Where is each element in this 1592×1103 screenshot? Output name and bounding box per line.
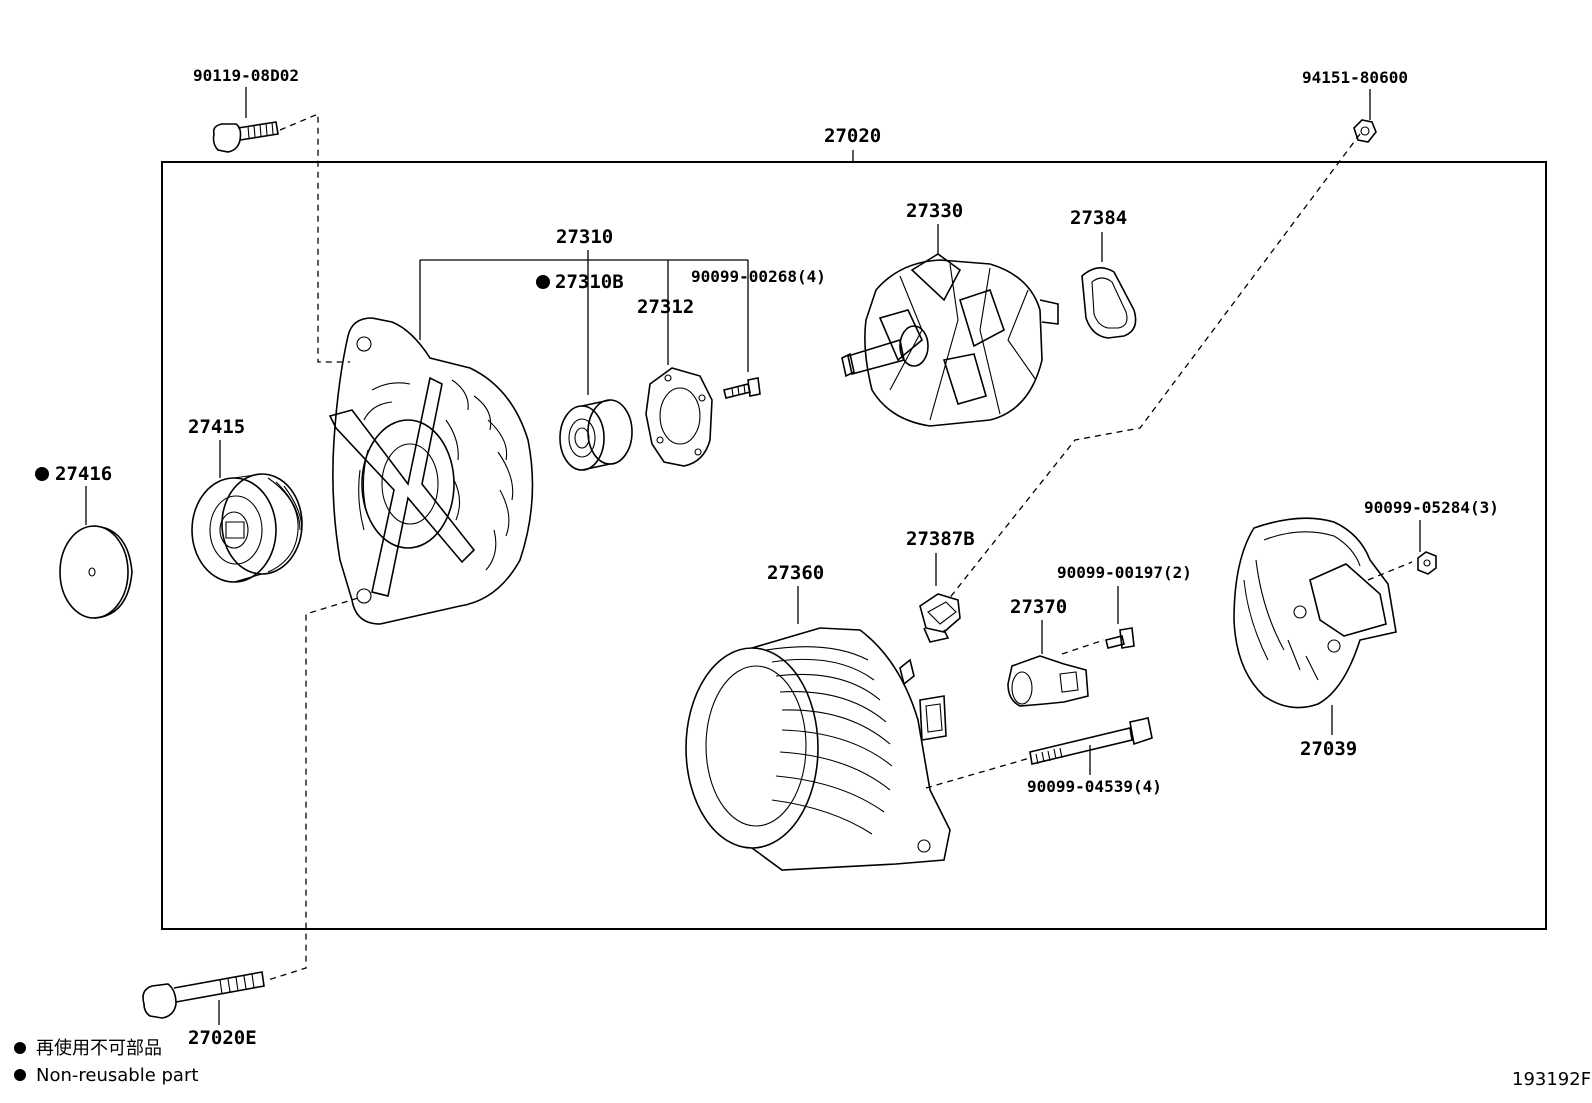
nut-94151-80600-icon <box>1353 119 1377 143</box>
legend-bullet-en <box>14 1069 26 1081</box>
bolt-27020e-icon <box>142 971 265 1019</box>
bolt-90119-08d02-icon <box>212 121 279 153</box>
label-90119-08D02: 90119-08D02 <box>193 66 299 85</box>
stator-27360-icon <box>685 627 951 871</box>
non-reusable-mark-27416 <box>35 467 49 481</box>
pulley-27415-icon <box>191 473 303 583</box>
legend-jp: 再使用不可部品 <box>36 1038 162 1059</box>
nut-90099-05284-icon <box>1417 551 1437 575</box>
label-27415: 27415 <box>188 416 245 438</box>
legend-bullet-jp <box>14 1042 26 1054</box>
brush-holder-27370-icon <box>1007 655 1089 707</box>
front-housing-27310-icon <box>328 317 534 625</box>
label-27039: 27039 <box>1300 738 1357 760</box>
bolt-90099-04539-icon <box>1029 717 1153 765</box>
label-27387B: 27387B <box>906 528 975 550</box>
assembly-frame <box>161 161 1547 930</box>
retainer-plate-27312-icon <box>645 367 713 467</box>
seal-ring-27384-icon <box>1081 267 1137 339</box>
rear-cover-27039-icon <box>1233 517 1397 709</box>
bearing-27310b-icon <box>559 399 633 471</box>
label-27416: 27416 <box>55 463 112 485</box>
label-90099-00268: 90099-00268(4) <box>691 267 826 286</box>
non-reusable-mark-27310B <box>536 275 550 289</box>
label-90099-04539: 90099-04539(4) <box>1027 777 1162 796</box>
label-27384: 27384 <box>1070 207 1127 229</box>
rotor-27330-icon <box>841 253 1059 427</box>
label-27310: 27310 <box>556 226 613 248</box>
label-27312: 27312 <box>637 296 694 318</box>
label-27360: 27360 <box>767 562 824 584</box>
legend-en: Non-reusable part <box>36 1065 198 1086</box>
label-94151-80600: 94151-80600 <box>1302 68 1408 87</box>
label-27020E: 27020E <box>188 1027 257 1049</box>
label-27310B: 27310B <box>555 271 624 293</box>
insulator-27387b-icon <box>919 593 961 643</box>
label-27370: 27370 <box>1010 596 1067 618</box>
label-27330: 27330 <box>906 200 963 222</box>
label-90099-05284: 90099-05284(3) <box>1364 498 1499 517</box>
screw-90099-00268-icon <box>723 377 761 399</box>
figure-id: 193192F <box>1512 1069 1591 1090</box>
cap-27416-icon <box>59 525 133 619</box>
label-90099-00197: 90099-00197(2) <box>1057 563 1192 582</box>
label-27020: 27020 <box>824 125 881 147</box>
screw-90099-00197-icon <box>1105 627 1135 649</box>
